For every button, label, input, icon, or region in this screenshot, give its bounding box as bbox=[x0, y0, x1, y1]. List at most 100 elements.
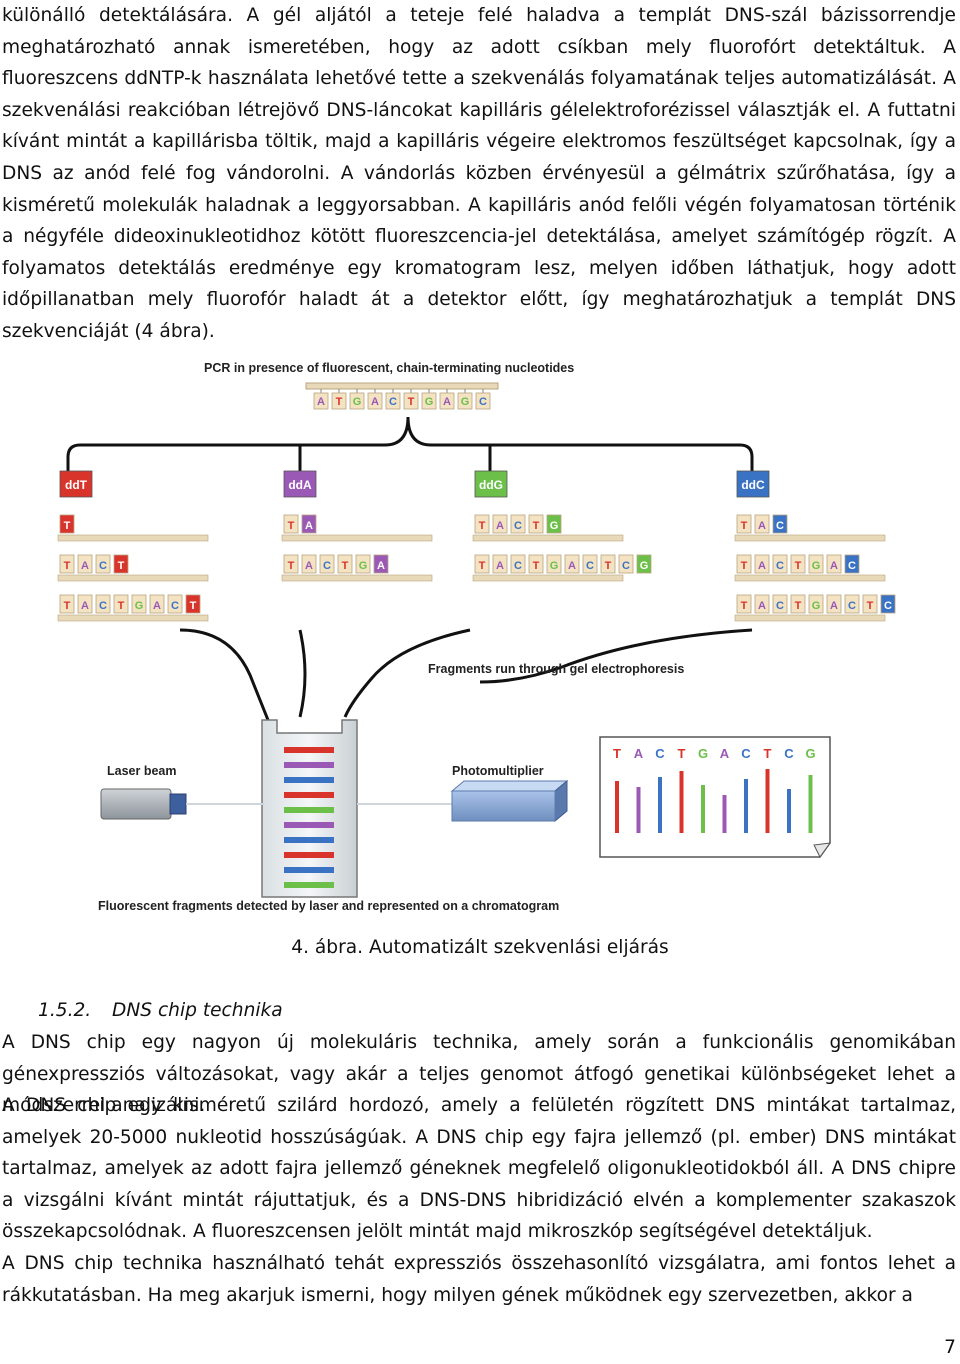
chromatogram-base-T: T bbox=[678, 746, 686, 761]
photomultiplier-device bbox=[357, 779, 569, 823]
nucleotide-G: G bbox=[546, 554, 562, 574]
gel-band-G bbox=[284, 807, 334, 813]
nucleotide-A: A bbox=[77, 594, 93, 614]
svg-text:A: A bbox=[153, 600, 161, 612]
nucleotide-T: T bbox=[337, 554, 353, 574]
nucleotide-A: A bbox=[564, 554, 580, 574]
svg-text:T: T bbox=[741, 520, 748, 532]
paragraph-1: A DNS chip egy nagyon új molekuláris tec… bbox=[2, 1032, 956, 1117]
svg-text:T: T bbox=[118, 560, 125, 572]
svg-text:A: A bbox=[758, 600, 766, 612]
chromatogram-peak bbox=[658, 777, 662, 833]
paragraph-3: A DNS chip technika használható tehát ex… bbox=[2, 1253, 956, 1306]
svg-text:C: C bbox=[586, 560, 594, 572]
svg-text:A: A bbox=[758, 560, 766, 572]
svg-text:T: T bbox=[533, 520, 540, 532]
nucleotide-T: T bbox=[528, 554, 544, 574]
nucleotide-T: T bbox=[59, 594, 75, 614]
svg-text:T: T bbox=[288, 560, 295, 572]
chromatogram-peak bbox=[765, 769, 770, 833]
svg-text:A: A bbox=[496, 520, 504, 532]
svg-text:A: A bbox=[377, 560, 385, 572]
nucleotide-T: T bbox=[403, 392, 419, 410]
svg-text:T: T bbox=[336, 396, 343, 408]
svg-text:T: T bbox=[118, 600, 125, 612]
nucleotide-A: A bbox=[313, 392, 329, 410]
svg-text:ddA: ddA bbox=[288, 478, 312, 492]
chromatogram-base-G: G bbox=[698, 746, 708, 761]
dd-label-ddT: ddT bbox=[59, 470, 93, 498]
section-heading: 1.5.2.DNS chip technika bbox=[38, 995, 283, 1027]
svg-text:G: G bbox=[425, 396, 434, 408]
chromatogram-base-A: A bbox=[634, 746, 644, 761]
figure-title: PCR in presence of fluorescent, chain-te… bbox=[204, 361, 574, 375]
svg-text:C: C bbox=[848, 560, 856, 572]
svg-text:T: T bbox=[64, 560, 71, 572]
chromatogram-base-A: A bbox=[720, 746, 730, 761]
photomultiplier-label: Photomultiplier bbox=[452, 764, 544, 778]
chromatogram-peak bbox=[615, 781, 619, 833]
nucleotide-A: A bbox=[826, 594, 842, 614]
nucleotide-C: C bbox=[385, 392, 401, 410]
nucleotide-T: T bbox=[790, 594, 806, 614]
svg-text:C: C bbox=[776, 560, 784, 572]
svg-text:T: T bbox=[64, 520, 71, 532]
svg-text:ddG: ddG bbox=[479, 478, 503, 492]
nucleotide-T: T bbox=[185, 594, 201, 614]
nucleotide-T: T bbox=[474, 554, 490, 574]
chromatogram-peak bbox=[744, 779, 748, 833]
nucleotide-A: A bbox=[439, 392, 455, 410]
svg-text:T: T bbox=[190, 600, 197, 612]
nucleotide-G: G bbox=[131, 594, 147, 614]
chromatogram-peak bbox=[787, 789, 791, 833]
chromatogram-base-C: C bbox=[655, 746, 665, 761]
dd-label-ddC: ddC bbox=[736, 470, 770, 498]
nucleotide-C: C bbox=[772, 554, 788, 574]
nucleotide-A: A bbox=[754, 554, 770, 574]
nucleotide-C: C bbox=[772, 594, 788, 614]
bottom-label: Fluorescent fragments detected by laser … bbox=[98, 899, 559, 913]
nucleotide-C: C bbox=[475, 392, 491, 410]
svg-text:A: A bbox=[568, 560, 576, 572]
svg-text:A: A bbox=[443, 396, 451, 408]
nucleotide-A: A bbox=[492, 514, 508, 534]
chromatogram-peak bbox=[808, 775, 813, 833]
nucleotide-T: T bbox=[113, 594, 129, 614]
chromatogram-base-C: C bbox=[741, 746, 751, 761]
svg-text:C: C bbox=[323, 560, 331, 572]
nucleotide-C: C bbox=[844, 554, 860, 574]
nucleotide-C: C bbox=[510, 514, 526, 534]
nucleotide-T: T bbox=[283, 554, 299, 574]
page-number: 7 bbox=[944, 1337, 956, 1358]
svg-text:G: G bbox=[550, 520, 559, 532]
svg-text:T: T bbox=[867, 600, 874, 612]
chromatogram-peak bbox=[679, 771, 684, 833]
svg-text:G: G bbox=[359, 560, 368, 572]
nucleotide-C: C bbox=[167, 594, 183, 614]
nucleotide-A: A bbox=[826, 554, 842, 574]
nucleotide-A: A bbox=[492, 554, 508, 574]
svg-text:T: T bbox=[741, 600, 748, 612]
nucleotide-A: A bbox=[373, 554, 389, 574]
electrophoresis-label: Fragments run through gel electrophoresi… bbox=[428, 662, 684, 676]
nucleotide-T: T bbox=[59, 554, 75, 574]
nucleotide-G: G bbox=[808, 594, 824, 614]
chromatogram-base-C: C bbox=[784, 746, 794, 761]
svg-text:ddT: ddT bbox=[65, 478, 88, 492]
nucleotide-A: A bbox=[77, 554, 93, 574]
gel-band-A bbox=[284, 822, 334, 828]
svg-text:ddC: ddC bbox=[741, 478, 765, 492]
svg-text:C: C bbox=[99, 560, 107, 572]
chromatogram-base-G: G bbox=[805, 746, 815, 761]
chromatogram-peak bbox=[636, 787, 641, 833]
chromatogram-peak bbox=[722, 795, 727, 833]
svg-text:A: A bbox=[305, 520, 313, 532]
nucleotide-T: T bbox=[331, 392, 347, 410]
